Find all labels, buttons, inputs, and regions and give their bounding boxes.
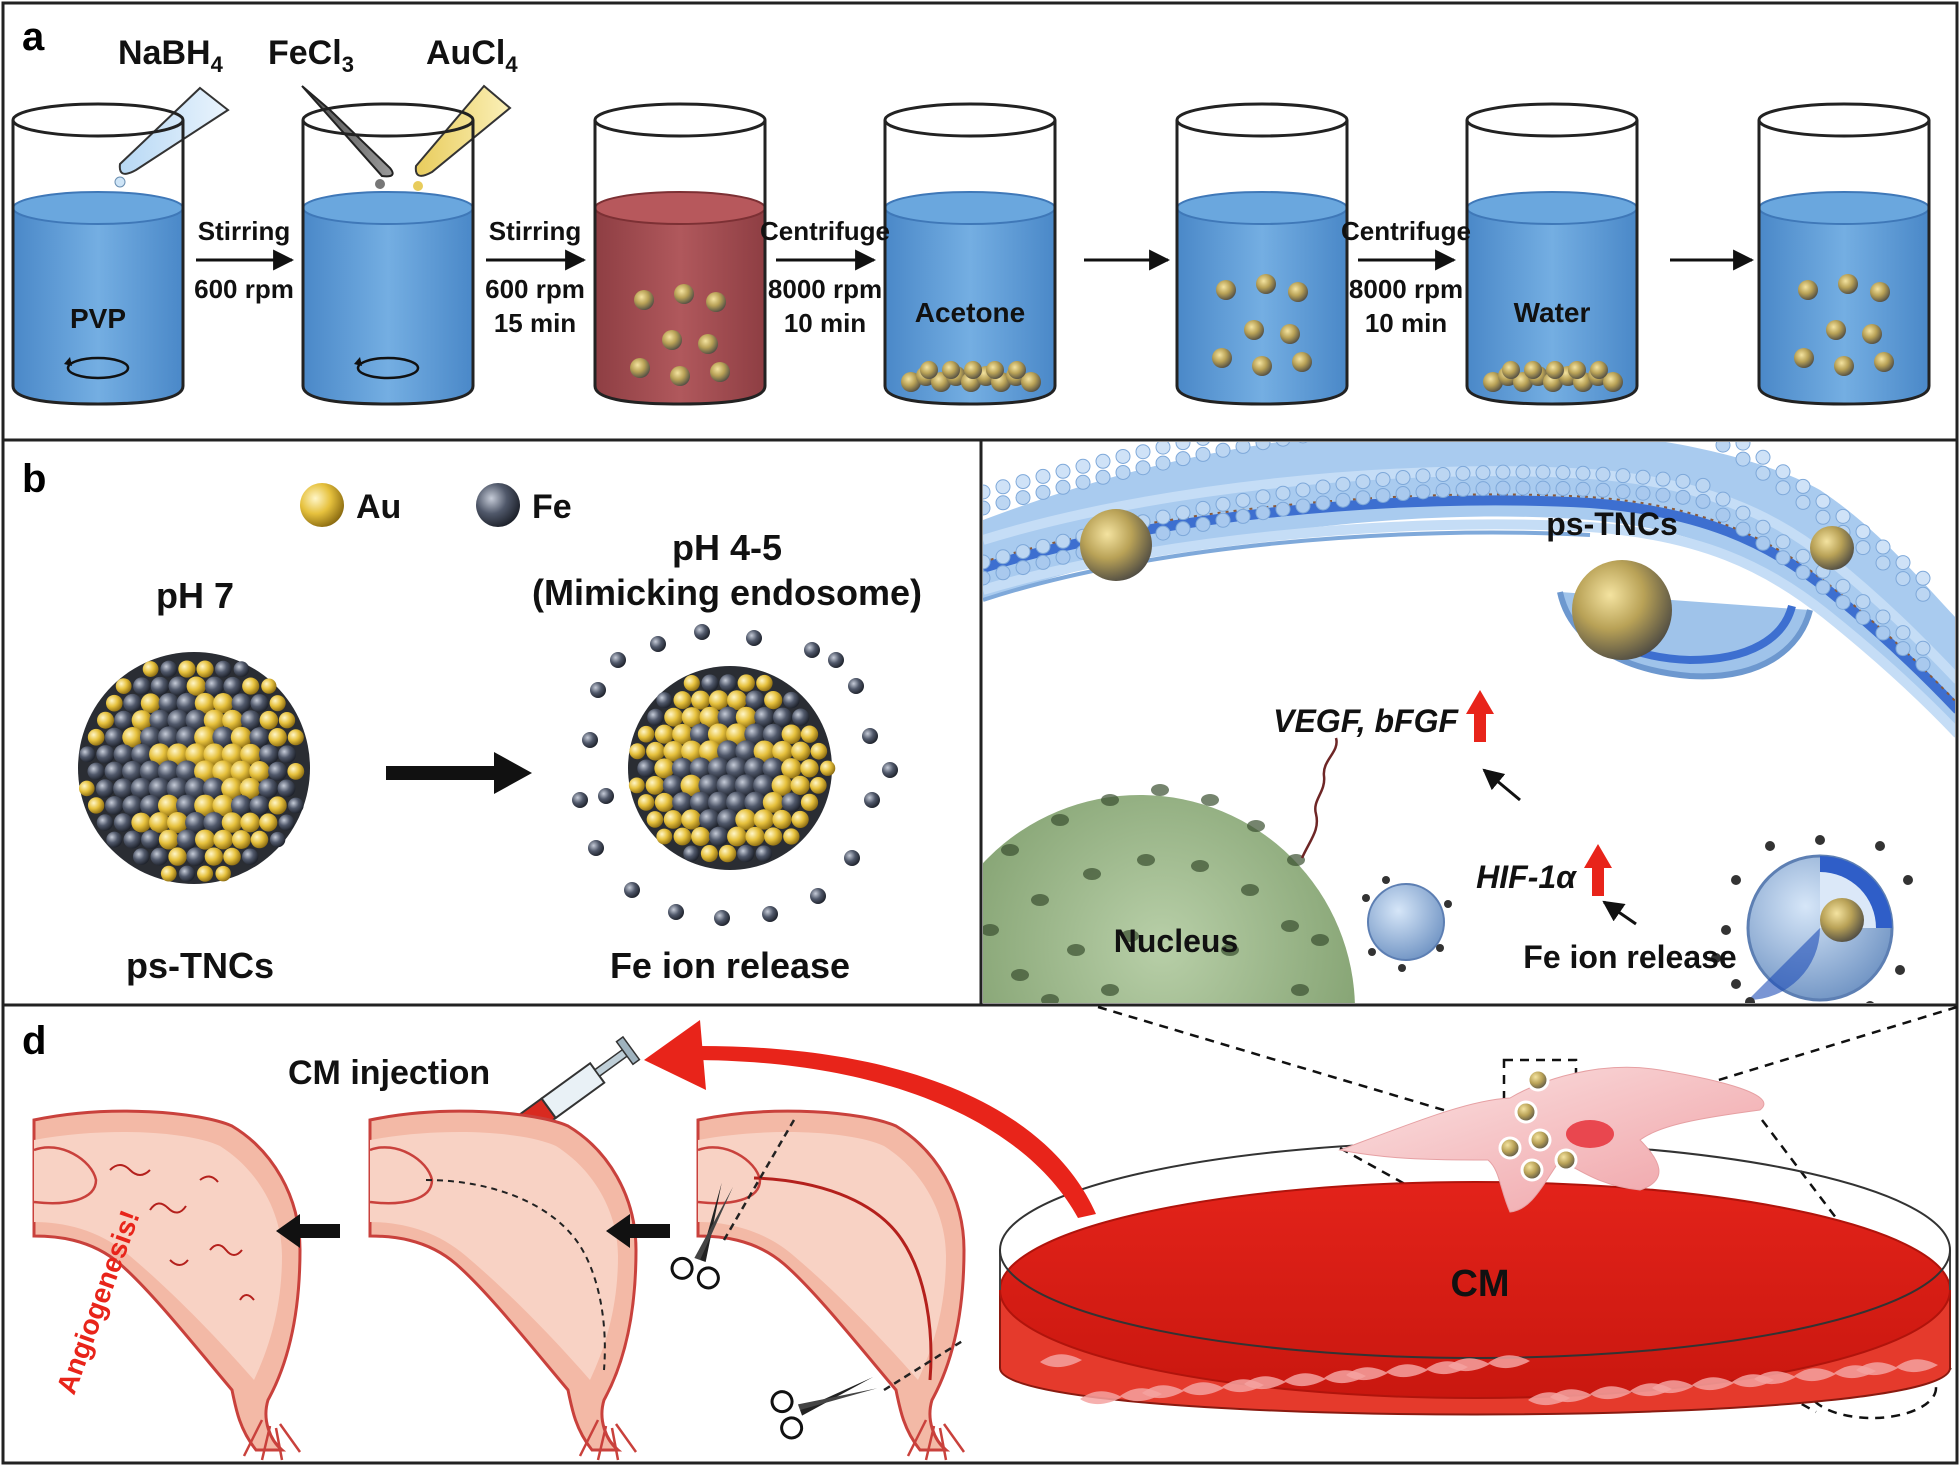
vesicle-small-icon: [1367, 883, 1445, 961]
step-1-line-2: 600 rpm: [194, 274, 294, 304]
nucleus-label: Nucleus: [1114, 923, 1238, 959]
conversion-arrow-icon: [386, 752, 532, 794]
reagent-aucl4: AuCl4: [426, 34, 518, 77]
ps-tncs-label: ps-TNCs: [1546, 506, 1678, 542]
beakers-row: PVP Acetone Water: [11, 102, 1931, 406]
endosome-icon: [1746, 854, 1894, 1002]
step-2-line-3: 15 min: [494, 308, 576, 338]
pipette-fecl3-icon: [301, 85, 394, 189]
panel-d: d CM: [1, 1003, 1959, 1465]
fibroblast-cell-icon: [1338, 1066, 1765, 1213]
step-3-line-1: Centrifuge: [760, 216, 890, 246]
scissors-icon-2: [770, 1377, 878, 1440]
fe-release-caption: Fe ion release: [610, 945, 850, 986]
panel-d-letter: d: [22, 1019, 46, 1063]
beaker-5: [1175, 102, 1349, 406]
panel-a: a NaBH4 FeCl3 AuCl4 PVP Acetone Water Stir…: [1, 1, 1959, 442]
fe-legend-icon: [476, 483, 520, 527]
beaker-6: Water: [1465, 102, 1639, 406]
hindlimb-injected: [368, 1109, 638, 1461]
up-arrow-hif-icon: [1584, 844, 1612, 896]
step-arrow-left-2-icon: [606, 1214, 670, 1248]
fe-legend-label: Fe: [532, 488, 572, 526]
step-5: Centrifuge 8000 rpm 10 min: [1341, 216, 1471, 338]
step-3-line-3: 10 min: [784, 308, 866, 338]
reagent-nabh4: NaBH4: [118, 34, 224, 77]
iron-ions-icon: [572, 624, 898, 926]
arrow-release-to-hif: [1602, 900, 1637, 926]
culture-dish-icon: [999, 1141, 1951, 1416]
hif-label: HIF-1α: [1476, 859, 1577, 895]
step-2: Stirring 600 rpm 15 min: [485, 216, 587, 338]
step-5-line-1: Centrifuge: [1341, 216, 1471, 246]
beaker-2: [301, 102, 475, 406]
ph45-title: pH 4-5: [672, 527, 782, 568]
beaker-label-6: Water: [1514, 297, 1591, 328]
beaker-4: Acetone: [883, 102, 1057, 406]
step-5-line-2: 8000 rpm: [1349, 274, 1463, 304]
panel-b: b Au Fe pH 7 pH 4-5 (Mimicking endosome)…: [1, 438, 983, 1007]
panel-d-frame: [1, 1003, 1959, 1465]
step-3: Centrifuge 8000 rpm 10 min: [760, 216, 890, 338]
hindlimb-angiogenesis: [32, 1109, 302, 1461]
cm-dish-label: CM: [1450, 1263, 1509, 1305]
up-arrow-genes-icon: [1466, 690, 1494, 742]
step-5-line-3: 10 min: [1365, 308, 1447, 338]
beaker-label-4: Acetone: [915, 297, 1025, 328]
ps-tnc-particle-2: [1810, 526, 1854, 570]
process-steps: Stirring 600 rpm Stirring 600 rpm 15 min Cent…: [194, 216, 1755, 338]
hindlimb-ligated: [696, 1109, 966, 1461]
beaker-1: PVP: [11, 102, 185, 406]
beaker-7: [1757, 102, 1931, 406]
scissors-icon-1: [670, 1182, 733, 1290]
membrane-lipids: [983, 442, 1931, 672]
pipette-aucl4-icon: [413, 84, 512, 191]
step-arrow-left-1-icon: [276, 1214, 340, 1248]
ps-tncs-caption: ps-TNCs: [126, 945, 274, 986]
step-3-line-2: 8000 rpm: [768, 274, 882, 304]
reagent-fecl3: FeCl3: [268, 34, 354, 77]
ph45-subtitle: (Mimicking endosome): [532, 572, 922, 613]
ps-tnc-particle-icon: [78, 652, 310, 884]
genes-label: VEGF, bFGF: [1273, 703, 1459, 739]
panel-c: Nucleus ps-TNCs VEGF, bFGF HIF-1α: [979, 438, 1959, 1007]
step-1: Stirring 600 rpm: [194, 216, 295, 304]
panel-a-letter: a: [22, 15, 45, 59]
panel-b-letter: b: [22, 457, 46, 501]
step-2-line-1: Stirring: [489, 216, 581, 246]
beaker-3: [593, 102, 767, 406]
hindlimbs: [32, 1109, 966, 1461]
ps-tnc-particle-3: [1572, 560, 1672, 660]
fe-release-label: Fe ion release: [1523, 939, 1736, 975]
au-legend-icon: [300, 483, 344, 527]
beaker-label-1: PVP: [70, 303, 126, 334]
mrna-squiggle: [1300, 737, 1338, 859]
nucleus-icon: [983, 784, 1355, 1003]
au-legend-label: Au: [356, 488, 401, 526]
step-1-line-1: Stirring: [198, 216, 290, 246]
transfer-arrow-icon: [644, 1020, 1096, 1218]
ps-tnc-degraded-particle-icon: [628, 666, 836, 870]
ps-tnc-particle-1: [1080, 509, 1152, 581]
pipette-nabh4-icon: [114, 86, 230, 188]
step-2-line-2: 600 rpm: [485, 274, 585, 304]
arrow-hif-to-genes: [1482, 768, 1521, 802]
cm-injection-label: CM injection: [288, 1054, 490, 1092]
ph7-title: pH 7: [156, 575, 234, 616]
